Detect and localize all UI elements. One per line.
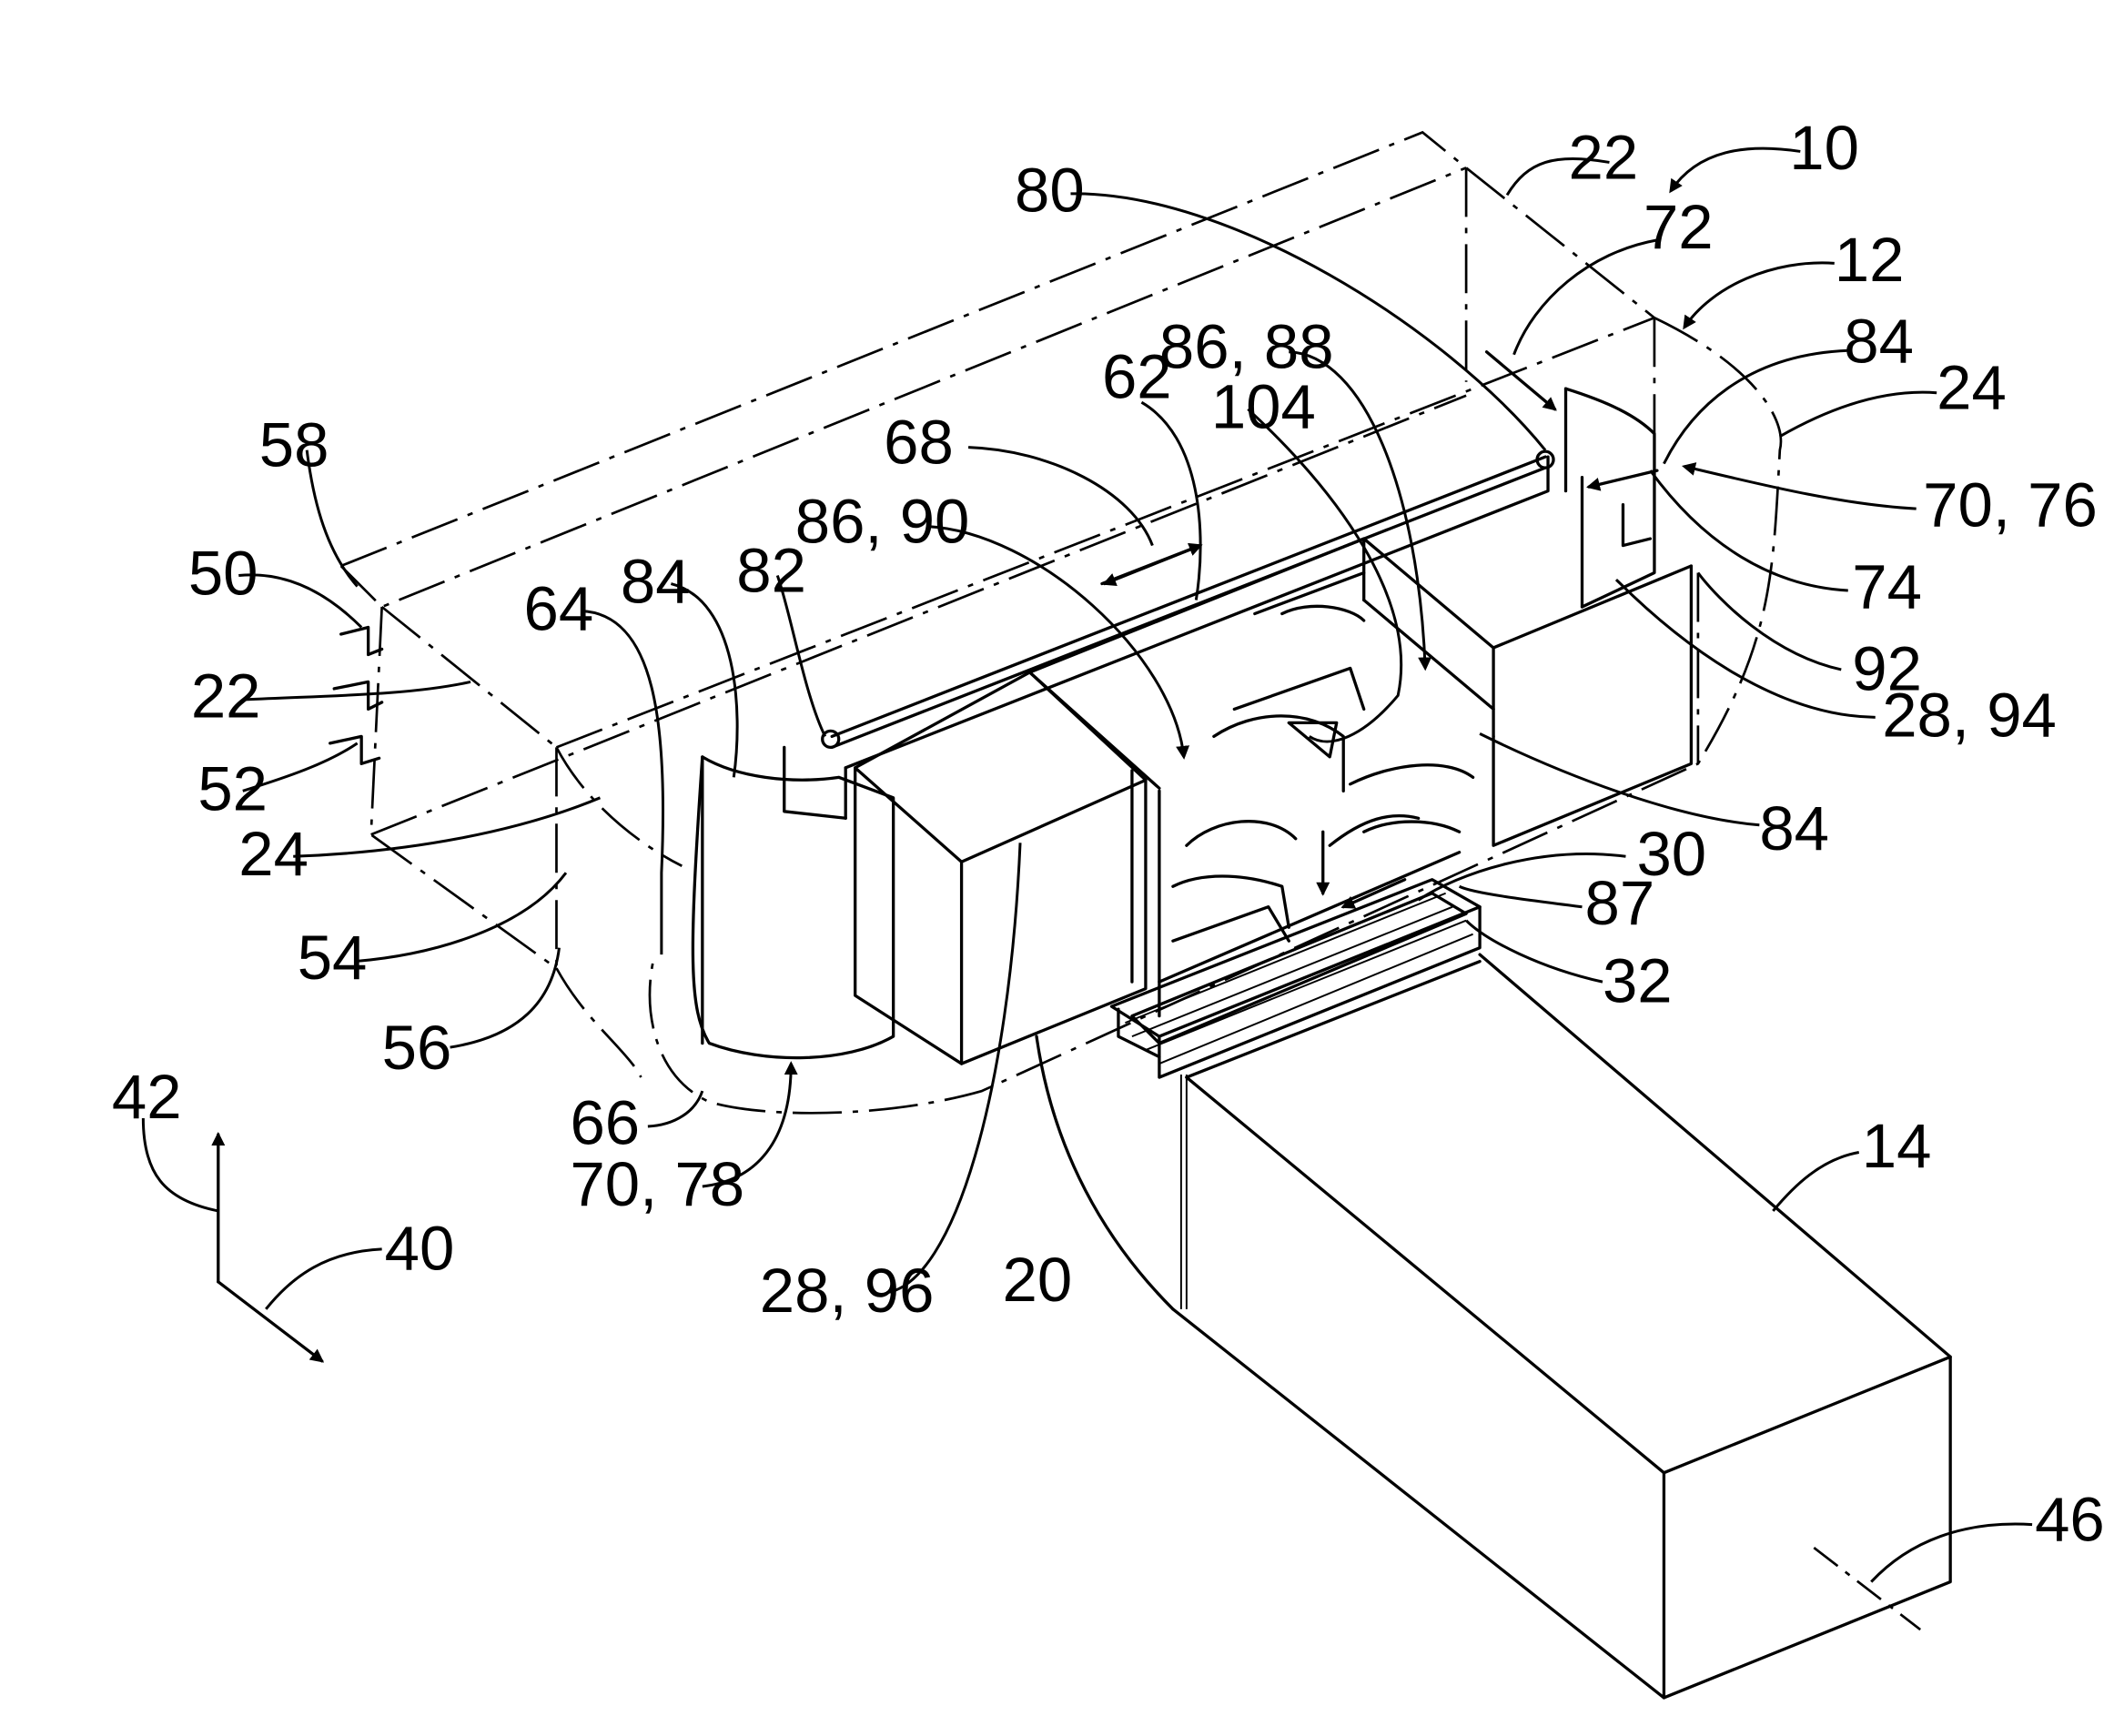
label-87: 87 — [1585, 868, 1655, 938]
label-24-right: 24 — [1937, 353, 2007, 423]
vane-panels — [1030, 573, 1473, 1016]
label-22-top: 22 — [1569, 122, 1639, 192]
curved-baffle-right — [1566, 389, 1654, 607]
axis-indicator — [218, 1135, 322, 1361]
label-14: 14 — [1862, 1111, 1932, 1181]
leader-lines — [143, 148, 2032, 1581]
centerline-46 — [1814, 1548, 1920, 1630]
label-32: 32 — [1603, 946, 1673, 1016]
label-74: 74 — [1852, 551, 1922, 621]
label-40: 40 — [385, 1213, 455, 1283]
duct-box — [1173, 954, 1950, 1698]
label-68: 68 — [884, 408, 954, 478]
label-70-78: 70, 78 — [570, 1149, 744, 1219]
label-28-96: 28, 96 — [760, 1256, 935, 1326]
label-82: 82 — [736, 536, 806, 606]
label-52: 52 — [197, 753, 268, 823]
label-42: 42 — [112, 1062, 182, 1132]
label-24-left: 24 — [238, 819, 309, 889]
label-56: 56 — [382, 1013, 452, 1083]
label-28-94: 28, 94 — [1882, 680, 2057, 750]
label-20: 20 — [1003, 1245, 1073, 1315]
label-22-left: 22 — [191, 661, 261, 731]
label-62: 62 — [1102, 342, 1172, 412]
label-64: 64 — [524, 573, 594, 643]
inner-frame — [845, 457, 1691, 845]
label-50: 50 — [188, 539, 258, 609]
label-12: 12 — [1835, 225, 1905, 295]
label-10: 10 — [1789, 113, 1859, 183]
left-box — [855, 672, 1146, 1064]
label-104: 104 — [1211, 372, 1316, 442]
label-84-top: 84 — [1844, 307, 1914, 377]
curved-baffle-left — [693, 747, 893, 1057]
label-70-76: 70, 76 — [1923, 470, 2098, 540]
label-66: 66 — [570, 1087, 640, 1157]
label-58: 58 — [259, 410, 329, 480]
label-72: 72 — [1644, 192, 1714, 262]
label-46: 46 — [2035, 1485, 2105, 1555]
label-86-90: 86, 90 — [795, 487, 970, 557]
label-54: 54 — [298, 923, 368, 993]
label-84-right: 84 — [1759, 793, 1829, 863]
label-80: 80 — [1015, 155, 1085, 225]
reference-numerals: 10 22 80 72 12 86, 88 84 62 104 24 68 70… — [112, 113, 2105, 1555]
label-84-left: 84 — [621, 547, 691, 617]
